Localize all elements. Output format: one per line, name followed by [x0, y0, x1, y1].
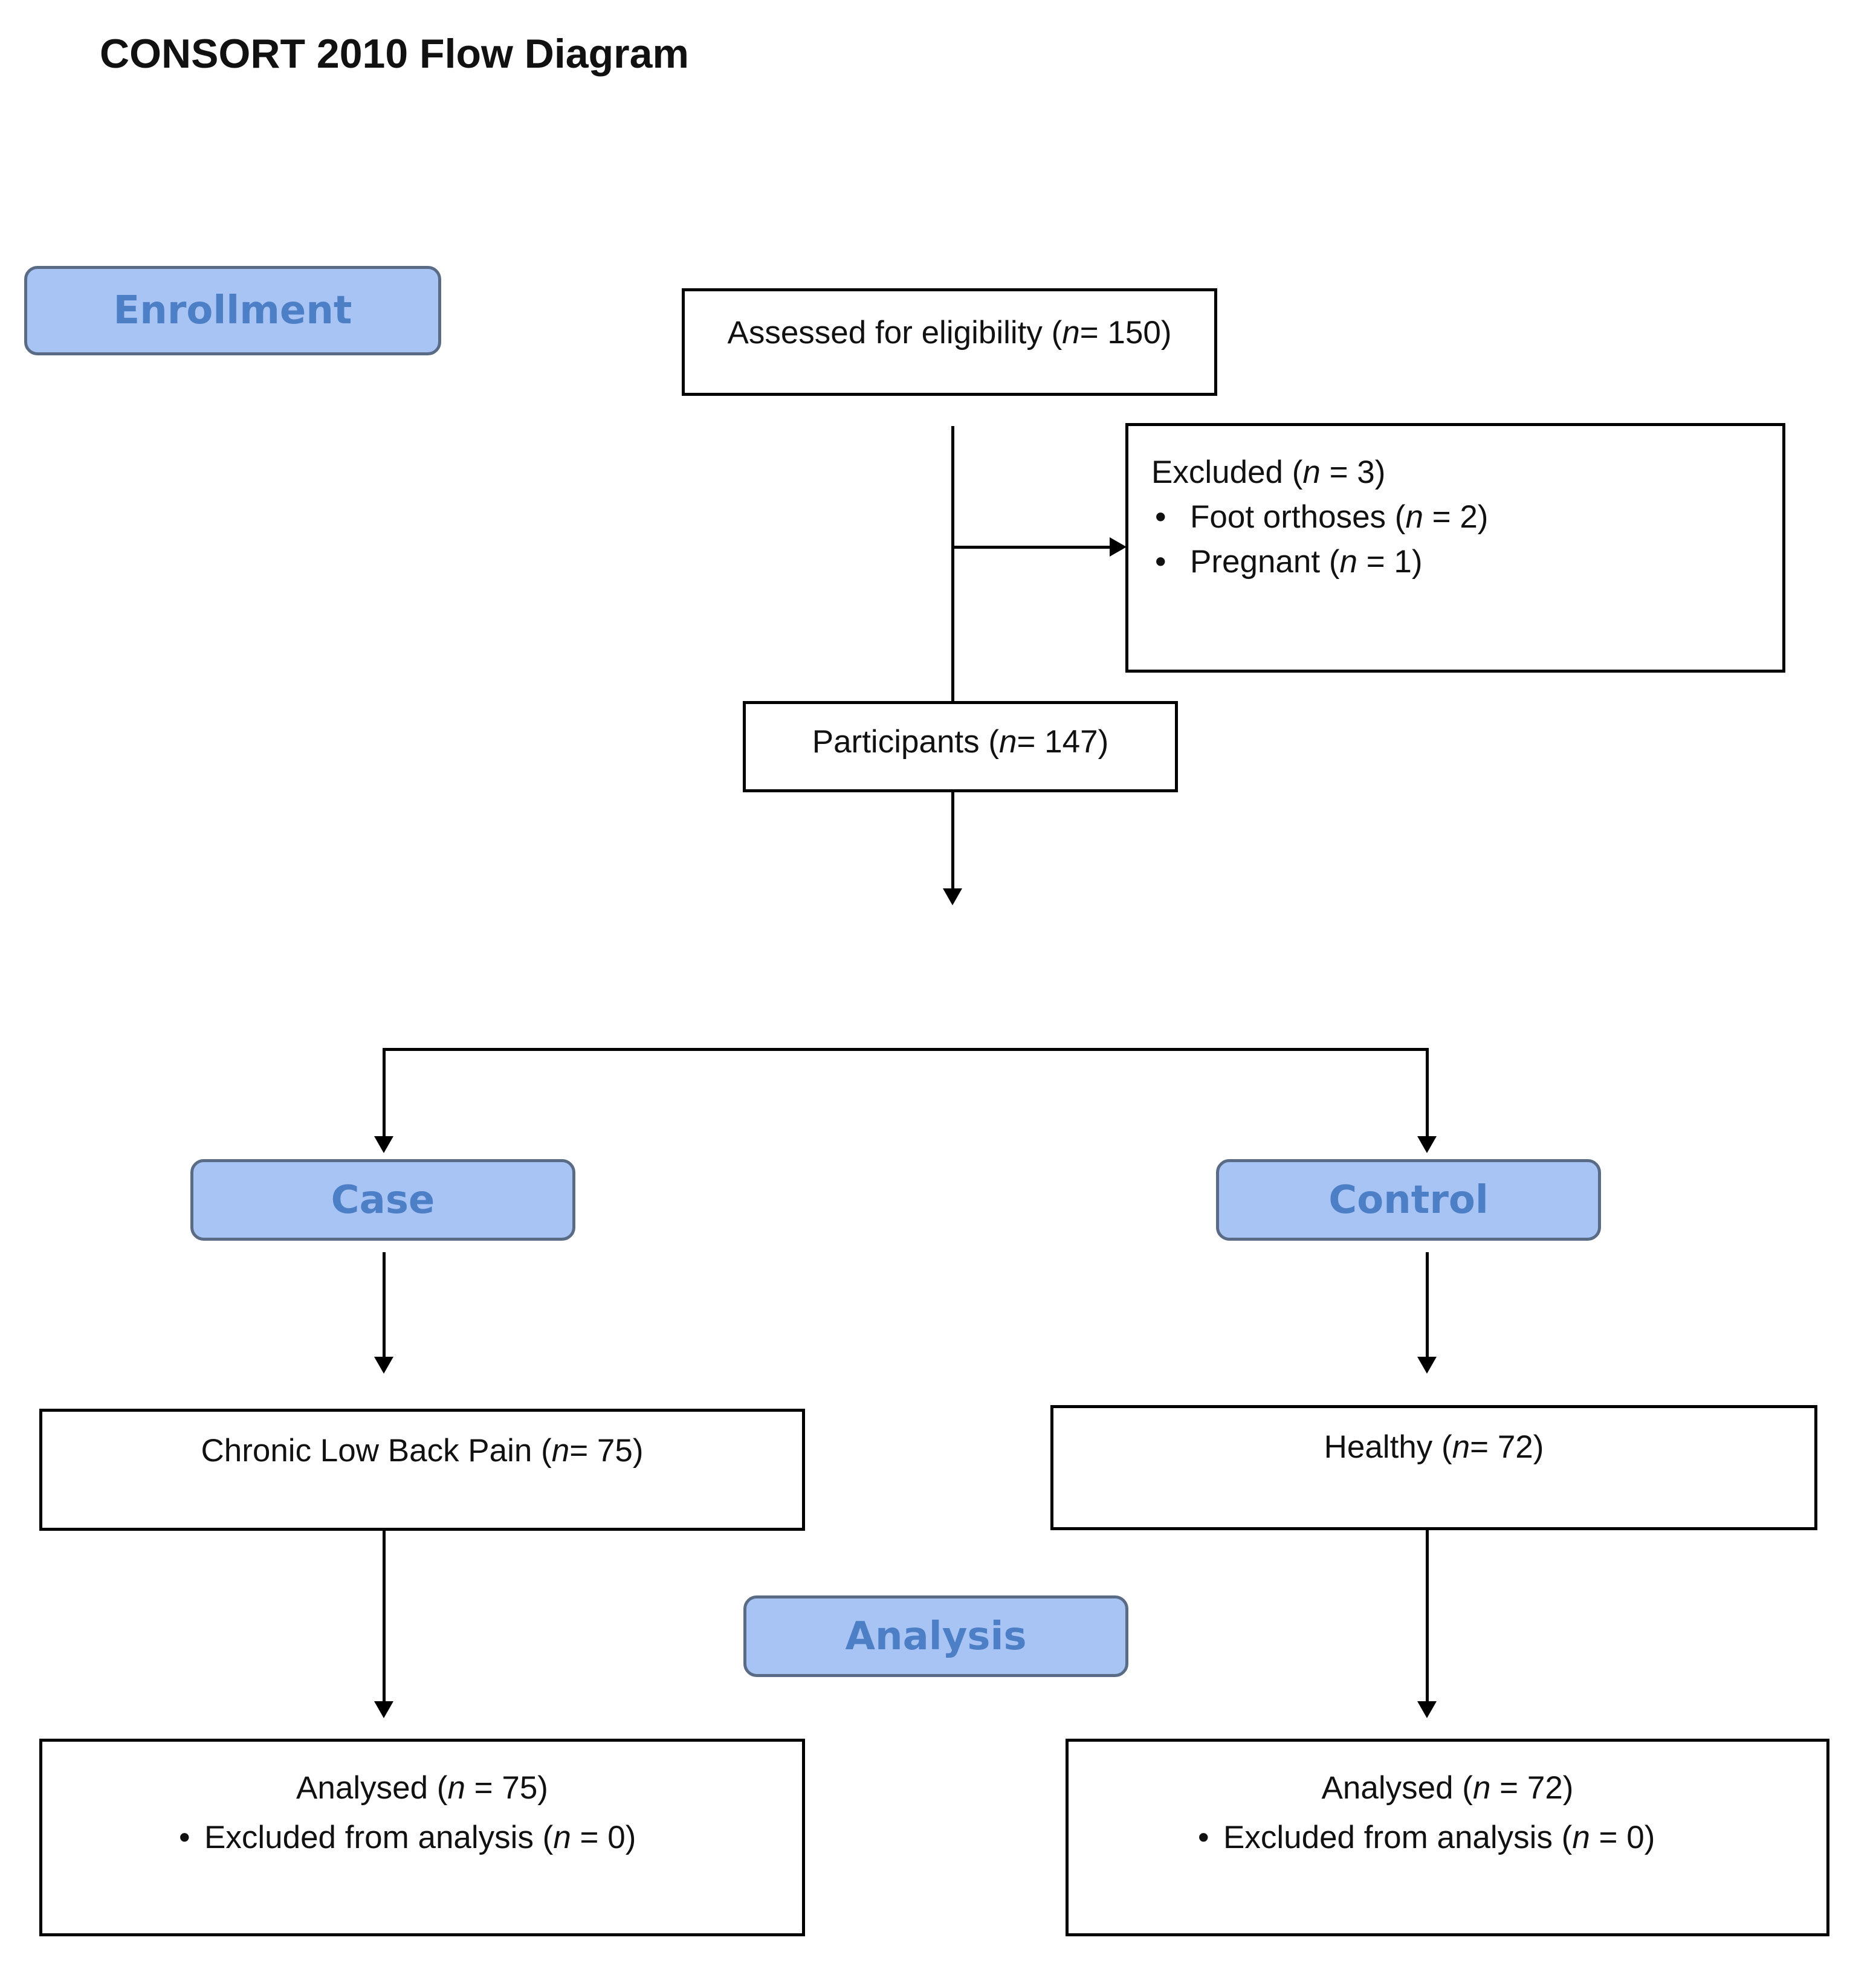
diagram-title: CONSORT 2010 Flow Diagram	[100, 31, 689, 77]
excluded-heading: Excluded (n = 3)	[1151, 450, 1782, 495]
connector-participants-down	[951, 792, 954, 889]
participants-text: Participants (	[812, 724, 1000, 760]
excluded-heading-text: Excluded (	[1151, 454, 1303, 490]
connector-control-to-group	[1426, 1252, 1429, 1358]
arrowhead-control-group	[1417, 1357, 1437, 1374]
list-item: Pregnant (n = 1)	[1151, 540, 1782, 584]
arrowhead-case	[374, 1136, 393, 1153]
connector-split-right	[1426, 1048, 1429, 1137]
control-group-text: Healthy (	[1324, 1429, 1452, 1465]
arrowhead-case-group	[374, 1357, 393, 1374]
list-item: Excluded from analysis (n = 0)	[175, 1813, 802, 1863]
case-analysed-text: Analysed (	[296, 1770, 448, 1806]
connector-case-to-group	[383, 1252, 386, 1358]
control-excluded-analysis-n-symbol: n	[1572, 1820, 1590, 1855]
connector-control-to-analysed	[1426, 1530, 1429, 1703]
case-excluded-analysis-value: = 0)	[571, 1820, 636, 1855]
enrollment-stage-text: Enrollment	[113, 288, 352, 333]
connector-main-vertical	[951, 426, 954, 701]
control-analysed-heading: Analysed (n = 72)	[1069, 1763, 1826, 1813]
excluded-reason-n-symbol: n	[1339, 544, 1357, 580]
enrollment-stage-label: Enrollment	[24, 266, 441, 355]
control-analysed-text: Analysed (	[1321, 1770, 1473, 1806]
assessed-for-eligibility-box: Assessed for eligibility (n = 150)	[682, 288, 1217, 396]
case-analysed-n-symbol: n	[447, 1770, 465, 1806]
control-excluded-analysis-value: = 0)	[1590, 1820, 1655, 1855]
connector-case-to-analysed	[383, 1531, 386, 1703]
participants-n-symbol: n	[999, 724, 1017, 760]
case-stage-text: Case	[331, 1177, 435, 1223]
list-item: Excluded from analysis (n = 0)	[1194, 1813, 1826, 1863]
assessed-text: Assessed for eligibility (	[727, 315, 1063, 351]
participants-box: Participants (n = 147)	[743, 701, 1178, 792]
excluded-reason-n-symbol: n	[1405, 499, 1423, 535]
case-stage-label: Case	[190, 1159, 575, 1241]
excluded-reason-value: = 2)	[1423, 499, 1489, 535]
participants-value: = 147)	[1017, 724, 1109, 760]
excluded-reasons-list: Foot orthoses (n = 2) Pregnant (n = 1)	[1151, 495, 1782, 584]
excluded-heading-value: = 3)	[1320, 454, 1386, 490]
control-analysed-box: Analysed (n = 72) Excluded from analysis…	[1066, 1739, 1829, 1936]
arrowhead-excluded	[1110, 537, 1127, 557]
control-group-value: = 72)	[1470, 1429, 1544, 1465]
connector-to-excluded	[953, 546, 1112, 549]
case-group-n-symbol: n	[551, 1433, 570, 1469]
control-analysed-value: = 72)	[1490, 1770, 1574, 1806]
case-analysed-heading: Analysed (n = 75)	[42, 1763, 802, 1813]
analysis-stage-label: Analysis	[743, 1595, 1128, 1677]
excluded-heading-n-symbol: n	[1302, 454, 1321, 490]
connector-split-left	[383, 1048, 386, 1137]
control-excluded-analysis-text: Excluded from analysis (	[1223, 1820, 1573, 1855]
excluded-reason-value: = 1)	[1357, 544, 1423, 580]
connector-split-horizontal	[383, 1048, 1429, 1051]
excluded-reason-text: Foot orthoses (	[1190, 499, 1406, 535]
excluded-reason-text: Pregnant (	[1190, 544, 1340, 580]
arrowhead-control	[1417, 1136, 1437, 1153]
case-analysed-value: = 75)	[465, 1770, 548, 1806]
assessed-value: = 150)	[1079, 315, 1172, 351]
control-analysed-n-symbol: n	[1472, 1770, 1491, 1806]
analysis-stage-text: Analysis	[845, 1614, 1027, 1659]
excluded-box: Excluded (n = 3) Foot orthoses (n = 2) P…	[1125, 423, 1785, 673]
control-group-box: Healthy (n = 72)	[1050, 1405, 1817, 1530]
control-analysis-exclusions-list: Excluded from analysis (n = 0)	[1069, 1813, 1826, 1863]
control-stage-label: Control	[1216, 1159, 1601, 1241]
case-excluded-analysis-n-symbol: n	[553, 1820, 571, 1855]
arrowhead-case-analysed	[374, 1701, 393, 1718]
case-analysis-exclusions-list: Excluded from analysis (n = 0)	[42, 1813, 802, 1863]
arrowhead-control-analysed	[1417, 1701, 1437, 1718]
arrowhead-participants	[943, 888, 962, 905]
list-item: Foot orthoses (n = 2)	[1151, 495, 1782, 540]
control-stage-text: Control	[1328, 1177, 1489, 1223]
case-group-box: Chronic Low Back Pain (n = 75)	[39, 1409, 805, 1531]
case-analysed-box: Analysed (n = 75) Excluded from analysis…	[39, 1739, 805, 1936]
case-group-value: = 75)	[569, 1433, 644, 1469]
case-excluded-analysis-text: Excluded from analysis (	[204, 1820, 554, 1855]
assessed-n-symbol: n	[1062, 315, 1080, 351]
case-group-text: Chronic Low Back Pain (	[201, 1433, 552, 1469]
control-group-n-symbol: n	[1452, 1429, 1470, 1465]
